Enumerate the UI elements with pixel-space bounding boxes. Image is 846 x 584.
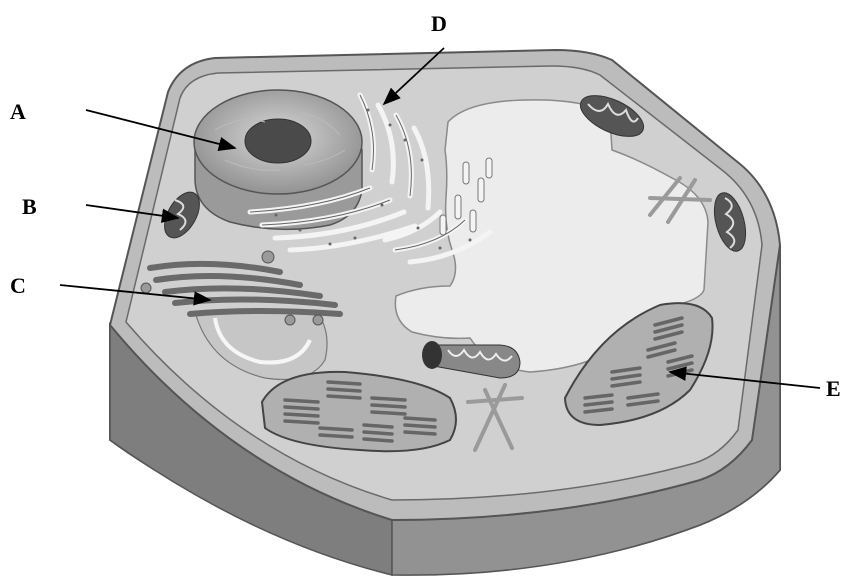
label-c: C: [10, 275, 26, 297]
label-d: D: [431, 13, 447, 35]
nucleolus: [245, 119, 311, 163]
label-e: E: [826, 378, 841, 400]
label-b: B: [22, 196, 37, 218]
label-a: A: [10, 101, 26, 123]
